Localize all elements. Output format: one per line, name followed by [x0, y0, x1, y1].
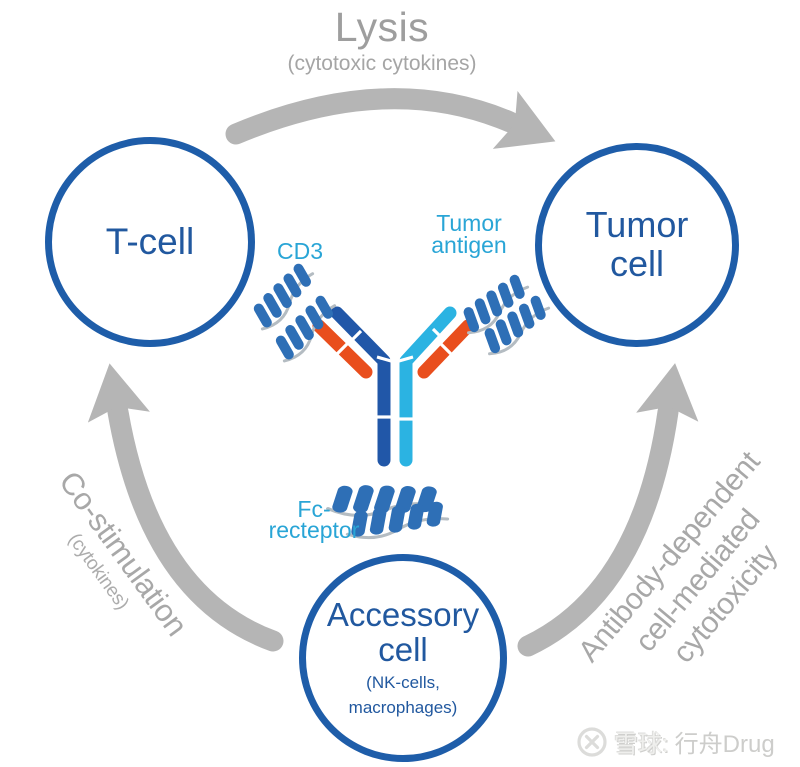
accessory-cell-sub-line2: macrophages): [348, 697, 458, 717]
accessory-cell-label-line1: Accessory: [326, 596, 480, 634]
lysis-sublabel: (cytotoxic cytokines): [287, 52, 477, 76]
tumor-cell-node: Tumor cell: [535, 143, 739, 347]
fc-receptor-label-line1: Fc-: [297, 496, 331, 522]
lysis-arrow: [225, 88, 556, 149]
t-cell-node: T-cell: [45, 137, 255, 347]
cd3-protein-ribbon-icon: [242, 257, 346, 366]
watermark: 雪球: 行舟Drug: [576, 724, 775, 759]
fc-receptor-label-line2: recteptor: [268, 517, 360, 544]
antibody-light-chain-right: [417, 319, 475, 379]
antibody-shape: [312, 306, 475, 467]
tumor-antigen-label-line2: antigen: [431, 231, 507, 258]
tumor-antigen-label: Tumor antigen: [409, 210, 529, 258]
xueqiu-snowball-logo-icon: [577, 726, 607, 757]
tumor-cell-label-line1: Tumor: [585, 204, 689, 246]
lysis-label: Lysis: [334, 4, 430, 50]
lysis-label-block: Lysis (cytotoxic cytokines): [232, 4, 532, 76]
antibody-heavy-chain-left: [330, 306, 391, 467]
co-stimulation-label: Co-stimulation: [52, 464, 195, 643]
tumor-antigen-protein-ribbon-icon: [452, 269, 558, 360]
tumor-antigen-label-line1: Tumor: [436, 210, 502, 236]
antibody-heavy-chain-right: [399, 306, 457, 467]
tumor-cell-label-line2: cell: [609, 243, 665, 284]
fc-receptor-label: Fc- recteptor: [254, 496, 374, 544]
t-cell-label: T-cell: [105, 221, 195, 262]
co-stimulation-label-block: Co-stimulation (cytokines): [15, 442, 210, 680]
accessory-cell-node: Accessory cell (NK-cells, macrophages): [299, 554, 507, 762]
antibody-segment-gaps: [335, 327, 454, 421]
antibody-light-chain-left: [312, 319, 373, 379]
watermark-author: 行舟Drug: [674, 731, 775, 758]
accessory-cell-sub-line1: (NK-cells,: [366, 673, 440, 693]
adcc-label-block: Antibody-dependent cell-mediated cytotox…: [566, 438, 800, 723]
accessory-cell-label-line2: cell: [378, 631, 428, 669]
watermark-brand: 雪球:: [614, 731, 669, 758]
cd3-label: CD3: [276, 238, 323, 264]
